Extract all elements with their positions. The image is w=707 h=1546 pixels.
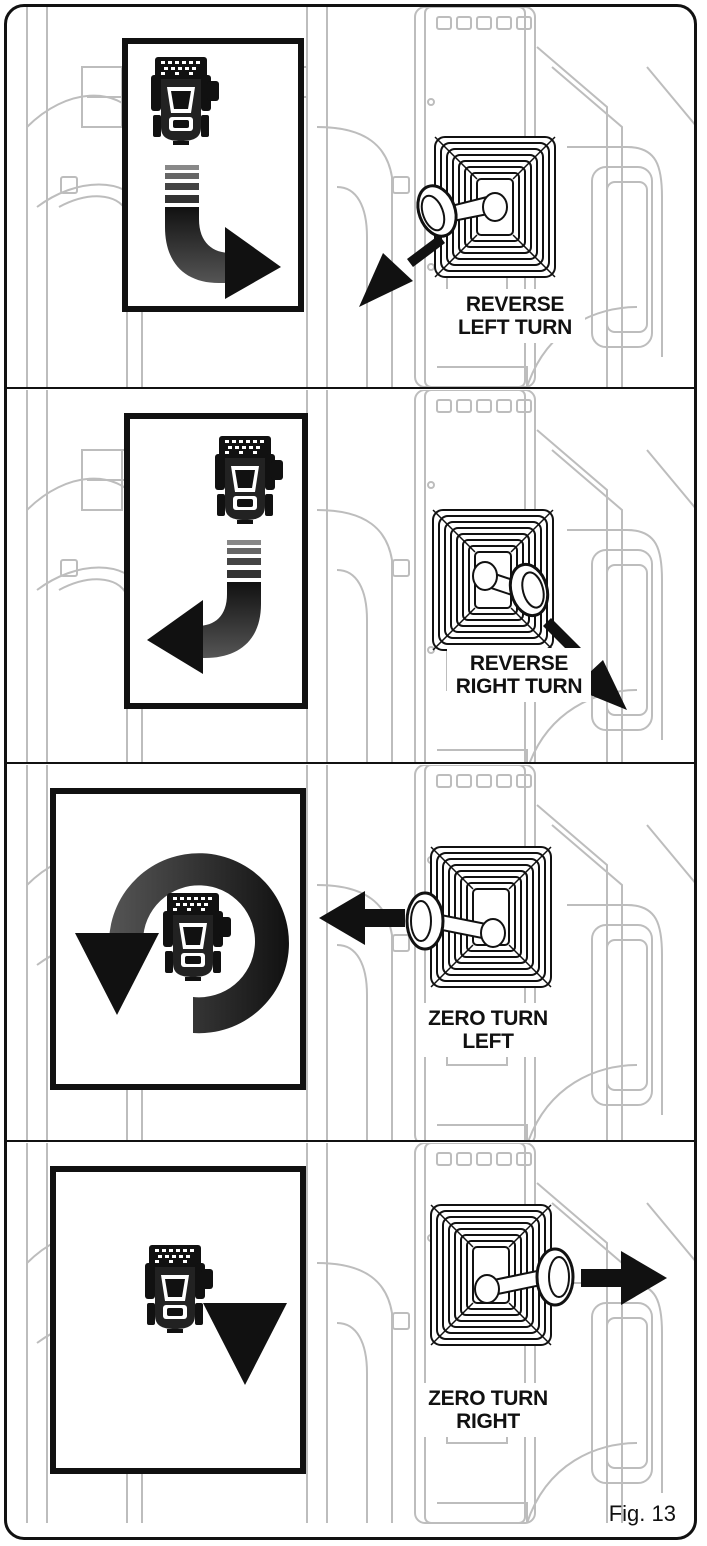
- move-direction-arrow-icon: [359, 235, 445, 307]
- mode-label: REVERSE LEFT TURN: [445, 289, 585, 343]
- panel-zero-turn-right: ZERO TURN RIGHT: [7, 1143, 694, 1540]
- panel-divider: [7, 762, 694, 764]
- figure-frame: REVERSE LEFT TURN: [4, 4, 697, 1540]
- panel-divider: [7, 387, 694, 389]
- reverse-left-turn-illustration: [7, 7, 697, 387]
- mode-label: ZERO TURN LEFT: [417, 1003, 559, 1057]
- reverse-right-turn-illustration: [7, 390, 697, 762]
- panel-reverse-right-turn: REVERSE RIGHT TURN: [7, 390, 694, 762]
- panel-zero-turn-left: ZERO TURN LEFT: [7, 765, 694, 1140]
- zero-turn-right-illustration: [7, 1143, 697, 1540]
- panel-reverse-left-turn: REVERSE LEFT TURN: [7, 7, 694, 387]
- move-direction-arrow-icon: [581, 1251, 667, 1305]
- panel-divider: [7, 1140, 694, 1142]
- zero-turn-left-illustration: [7, 765, 697, 1140]
- mode-label: REVERSE RIGHT TURN: [447, 648, 591, 702]
- mode-label: ZERO TURN RIGHT: [417, 1383, 559, 1437]
- figure-caption: Fig. 13: [609, 1501, 676, 1527]
